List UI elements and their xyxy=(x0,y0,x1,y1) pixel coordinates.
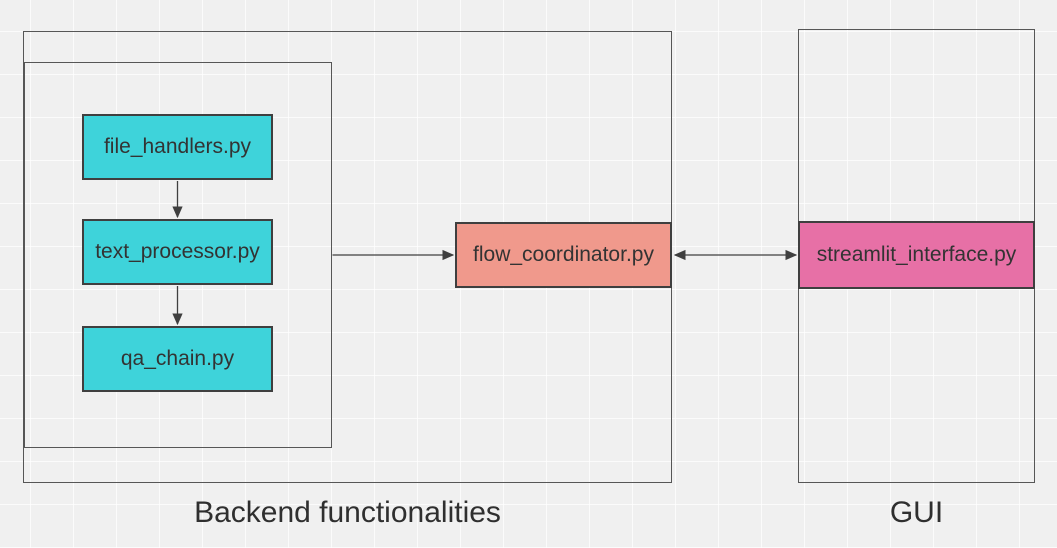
node-file-handlers: file_handlers.py xyxy=(82,114,273,180)
node-text-processor: text_processor.py xyxy=(82,219,273,285)
node-qa-chain: qa_chain.py xyxy=(82,326,273,392)
node-flow-coordinator: flow_coordinator.py xyxy=(455,222,672,288)
node-streamlit-interface: streamlit_interface.py xyxy=(798,221,1035,289)
backend-inner-group-box xyxy=(24,62,332,448)
backend-group-label: Backend functionalities xyxy=(194,496,501,529)
gui-group-label: GUI xyxy=(889,496,944,529)
